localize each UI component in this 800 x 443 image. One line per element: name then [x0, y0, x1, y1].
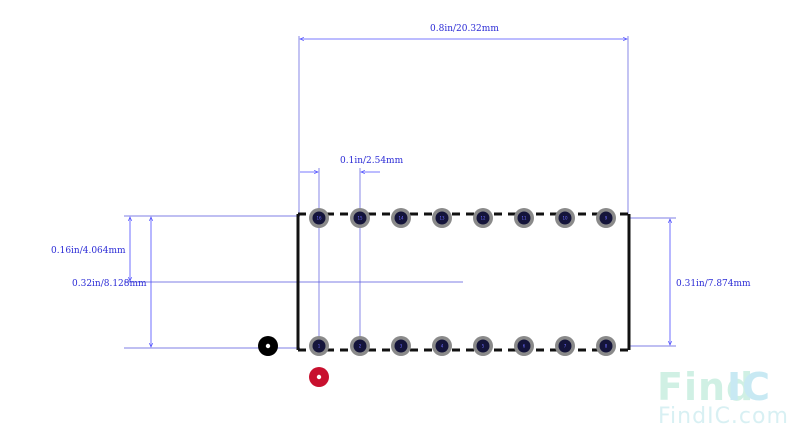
pad: 3: [391, 336, 411, 356]
pad-number: 10: [562, 216, 568, 221]
pad: 10: [555, 208, 575, 228]
pad-number: 2: [359, 344, 362, 349]
origin-marker: [258, 336, 278, 356]
pad: 15: [350, 208, 370, 228]
watermark: Find IC FindIC.com: [657, 365, 789, 429]
pad: 1: [309, 336, 329, 356]
pad: 4: [432, 336, 452, 356]
pad: 5: [473, 336, 493, 356]
extension-lines: [124, 36, 676, 352]
pad: 13: [432, 208, 452, 228]
pin1-marker: [309, 367, 329, 387]
pad-number: 13: [439, 216, 445, 221]
pad: 2: [350, 336, 370, 356]
dim-overall-label: 0.8in/20.32mm: [430, 24, 499, 34]
pad: 6: [514, 336, 534, 356]
package-outline: [296, 212, 631, 352]
pad: 14: [391, 208, 411, 228]
pad: 12: [473, 208, 493, 228]
watermark-url: FindIC.com: [658, 404, 789, 429]
pad-number: 11: [521, 216, 527, 221]
pad-number: 8: [605, 344, 608, 349]
dim-body-width-label: 0.31in/7.874mm: [676, 279, 751, 289]
pad-number: 4: [441, 344, 444, 349]
dim-pitch-label: 0.1in/2.54mm: [340, 156, 404, 166]
pad-number: 12: [480, 216, 486, 221]
pad-number: 16: [316, 216, 322, 221]
watermark-ic: IC: [727, 365, 771, 409]
dim-row-spacing-label: 0.32in/8.128mm: [72, 279, 147, 289]
pad-number: 7: [564, 344, 567, 349]
dimension-lines: [130, 39, 670, 347]
top-pad-row: 16 15 14 13 12 11 10 9: [309, 208, 616, 228]
pad-number: 3: [400, 344, 403, 349]
pad-number: 5: [482, 344, 485, 349]
pad-number: 1: [318, 344, 321, 349]
pad: 16: [309, 208, 329, 228]
pad-number: 9: [605, 216, 608, 221]
pad-number: 14: [398, 216, 404, 221]
bottom-pad-row: 1 2 3 4 5 6 7 8: [309, 336, 616, 356]
pad: 9: [596, 208, 616, 228]
pad: 8: [596, 336, 616, 356]
pad: 7: [555, 336, 575, 356]
pad: 11: [514, 208, 534, 228]
pad-number: 15: [357, 216, 363, 221]
watermark-find: Find: [657, 365, 754, 409]
pad-number: 6: [523, 344, 526, 349]
dim-half-span-label: 0.16in/4.064mm: [51, 246, 126, 256]
